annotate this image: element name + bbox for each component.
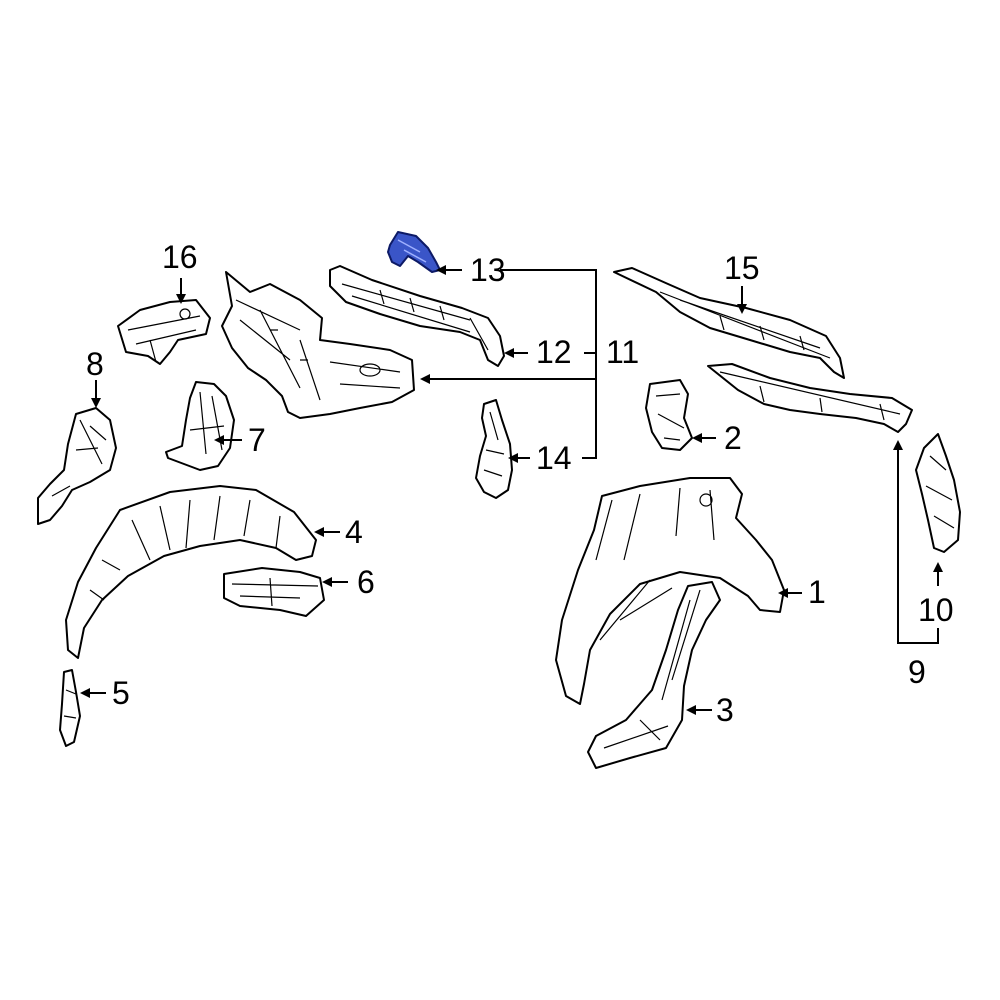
part-15[interactable] [613,267,845,379]
part-7[interactable] [165,381,235,471]
part-16[interactable] [117,299,211,365]
part-13-highlighted[interactable] [387,231,441,273]
part-5[interactable] [59,669,81,747]
part-9[interactable] [707,363,913,433]
part-1[interactable] [555,477,785,705]
part-14[interactable] [475,399,513,499]
callout-9: 9 [908,654,926,690]
part-10[interactable] [915,433,961,553]
callout-6: 6 [357,564,375,600]
part-12[interactable] [329,265,505,367]
part-8[interactable] [37,407,117,525]
callout-4: 4 [345,514,363,550]
callout-1: 1 [808,574,826,610]
part-2[interactable] [645,379,693,451]
callout-8: 8 [86,346,104,382]
callout-7: 7 [248,422,266,458]
callout-2: 2 [724,420,742,456]
callout-labels: 1 2 3 4 5 6 7 8 9 10 11 12 13 14 15 16 [86,239,954,728]
callout-11: 11 [606,334,639,370]
part-6[interactable] [223,567,325,617]
callout-5: 5 [112,675,130,711]
part-11[interactable] [221,271,415,419]
callout-16: 16 [162,239,198,275]
callout-3: 3 [716,692,734,728]
callout-10: 10 [918,592,954,628]
callout-15: 15 [724,250,760,286]
callout-14: 14 [536,440,572,476]
arrowheads [80,265,943,715]
callout-13: 13 [470,252,506,288]
part-4[interactable] [65,485,317,659]
leader-lines [88,269,939,711]
part-3[interactable] [587,581,721,769]
callout-12: 12 [536,334,572,370]
